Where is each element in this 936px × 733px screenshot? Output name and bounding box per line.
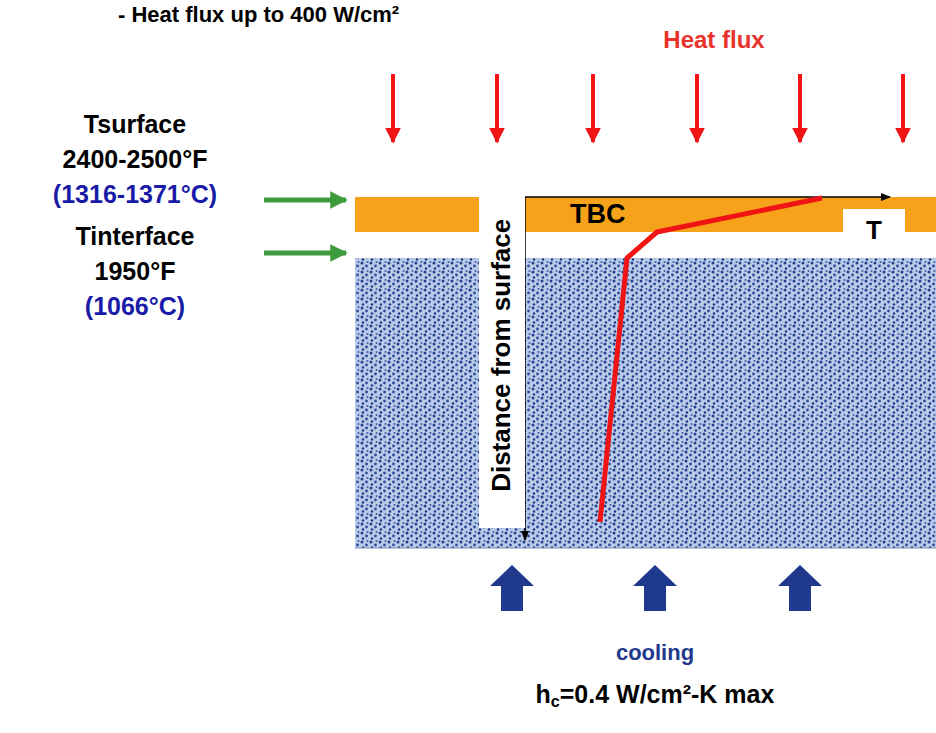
pointer-arrow (264, 251, 346, 256)
coefficient-line: hc=0.4 W/cm²-K max (536, 680, 775, 712)
cooling-arrow (778, 565, 822, 611)
coefficient-symbol: h (536, 680, 551, 708)
coefficient-subscript: c (551, 693, 560, 710)
pointer-arrow (264, 198, 346, 203)
temperature-value: 2400-2500°F (63, 145, 208, 174)
cooling-arrow (490, 565, 534, 611)
note-text: - Heat flux up to 400 W/cm² (118, 2, 399, 27)
heat-flux-arrow (391, 74, 395, 142)
heat-flux-arrow (798, 74, 802, 142)
temperature-value: (1066°C) (85, 292, 185, 321)
cooling-arrow (633, 565, 677, 611)
temperature-value: (1316-1371°C) (53, 180, 217, 209)
temperature-name: Tinterface (75, 222, 194, 251)
coefficient-value: =0.4 W/cm²-K max (560, 680, 775, 708)
node-text: T (866, 216, 882, 245)
heat-flux-label: Heat flux (663, 26, 764, 54)
node-text: Distance from surface (488, 219, 517, 492)
temperature-value: 1950°F (95, 257, 176, 286)
node-text: TBC (570, 200, 626, 230)
temperature-name: Tsurface (84, 110, 186, 139)
heat-flux-arrow (495, 74, 499, 142)
substrate-edge (355, 548, 936, 549)
axis-label-box: Distance from surface (479, 183, 525, 528)
temperature-profile (600, 198, 822, 522)
temperature-axis (525, 196, 890, 198)
heat-flux-arrow (901, 74, 905, 142)
temperature-box: T (843, 209, 905, 251)
substrate (355, 258, 936, 548)
heat-flux-arrow (695, 74, 699, 142)
heat-flux-arrow (591, 74, 595, 142)
cooling-label: cooling (616, 640, 694, 665)
